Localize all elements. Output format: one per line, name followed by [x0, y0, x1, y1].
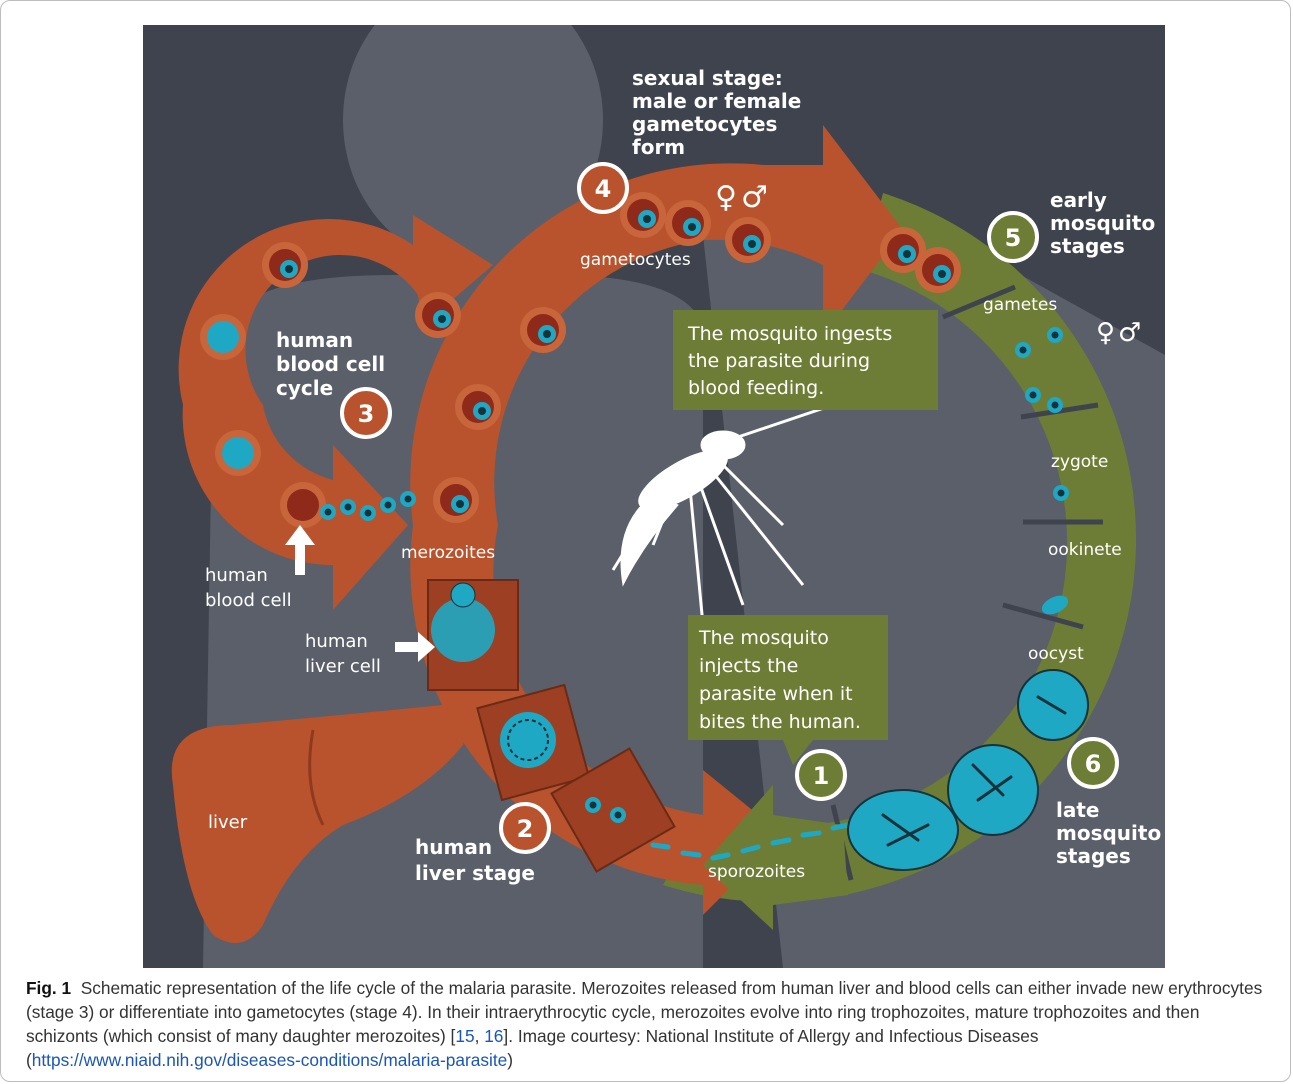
zygote-label: zygote — [1051, 452, 1108, 472]
human-blood-cell-label-1: human — [205, 565, 268, 586]
liver-label: liver — [208, 812, 248, 833]
stage-4-number: 4 — [595, 175, 612, 203]
gametocytes-label: gametocytes — [580, 250, 691, 270]
human-liver-cell-label-1: human — [305, 631, 368, 652]
early-mosquito-label-3: stages — [1050, 234, 1125, 258]
blood-cell-cycle-label-3: cycle — [276, 376, 333, 400]
blood-cell-cycle-label-2: blood cell — [276, 352, 385, 376]
ingests-text-3: blood feeding. — [688, 377, 824, 399]
reference-link-15[interactable]: 15 — [455, 1026, 474, 1046]
injects-text-3: parasite when it — [699, 683, 853, 705]
sexual-stage-label-2: male or female — [632, 89, 801, 113]
stage-3-number: 3 — [358, 400, 375, 428]
ingests-text-2: the parasite during — [688, 350, 870, 372]
sexual-stage-label-4: form — [632, 135, 685, 159]
sporozoites-label: sporozoites — [708, 862, 805, 882]
caption-label: Fig. 1 — [26, 978, 71, 998]
human-liver-stage-label-1: human — [415, 835, 492, 859]
reference-link-16[interactable]: 16 — [484, 1026, 503, 1046]
early-mosquito-label-1: early — [1050, 188, 1107, 212]
human-liver-cell-label-2: liver cell — [305, 656, 381, 677]
gametes-label: gametes — [983, 295, 1057, 315]
sexual-stage-label-1: sexual stage: — [632, 66, 783, 90]
ookinete-label: ookinete — [1048, 540, 1122, 560]
stage-2-number: 2 — [517, 815, 534, 843]
injects-text-2: injects the — [699, 655, 798, 677]
injects-text-4: bites the human. — [699, 711, 861, 733]
malaria-lifecycle-diagram: 1 2 3 4 5 6 ♀ ♂ ♀ ♂ sexual stage: male o… — [143, 25, 1165, 968]
injects-text-1: The mosquito — [698, 627, 829, 649]
caption-ref-separator: , — [475, 1026, 485, 1046]
blood-cell-cycle-label-1: human — [276, 328, 353, 352]
stage-5-number: 5 — [1005, 224, 1022, 252]
sexual-stage-label-3: gametocytes — [632, 112, 777, 136]
late-mosquito-label-3: stages — [1056, 844, 1131, 868]
oocyst-label: oocyst — [1028, 644, 1084, 664]
female-symbol-icon-2: ♀ — [1096, 318, 1115, 348]
male-symbol-icon: ♂ — [741, 180, 768, 215]
merozoites-label: merozoites — [401, 543, 495, 563]
male-symbol-icon-2: ♂ — [1118, 318, 1141, 348]
stage-6-number: 6 — [1085, 750, 1102, 778]
human-blood-cell-label-2: blood cell — [205, 590, 292, 611]
stage-1-number: 1 — [813, 762, 830, 790]
early-mosquito-label-2: mosquito — [1050, 211, 1155, 235]
zygote-cell — [1053, 485, 1069, 501]
late-mosquito-label-2: mosquito — [1056, 821, 1161, 845]
caption-close: ) — [507, 1050, 513, 1070]
late-mosquito-label-1: late — [1056, 798, 1099, 822]
female-symbol-icon: ♀ — [715, 180, 737, 215]
niaid-link[interactable]: https://www.niaid.nih.gov/diseases-condi… — [32, 1050, 507, 1070]
figure-caption: Fig. 1 Schematic representation of the l… — [26, 976, 1271, 1072]
ingests-text-1: The mosquito ingests — [687, 323, 892, 345]
human-liver-stage-label-2: liver stage — [415, 861, 535, 885]
